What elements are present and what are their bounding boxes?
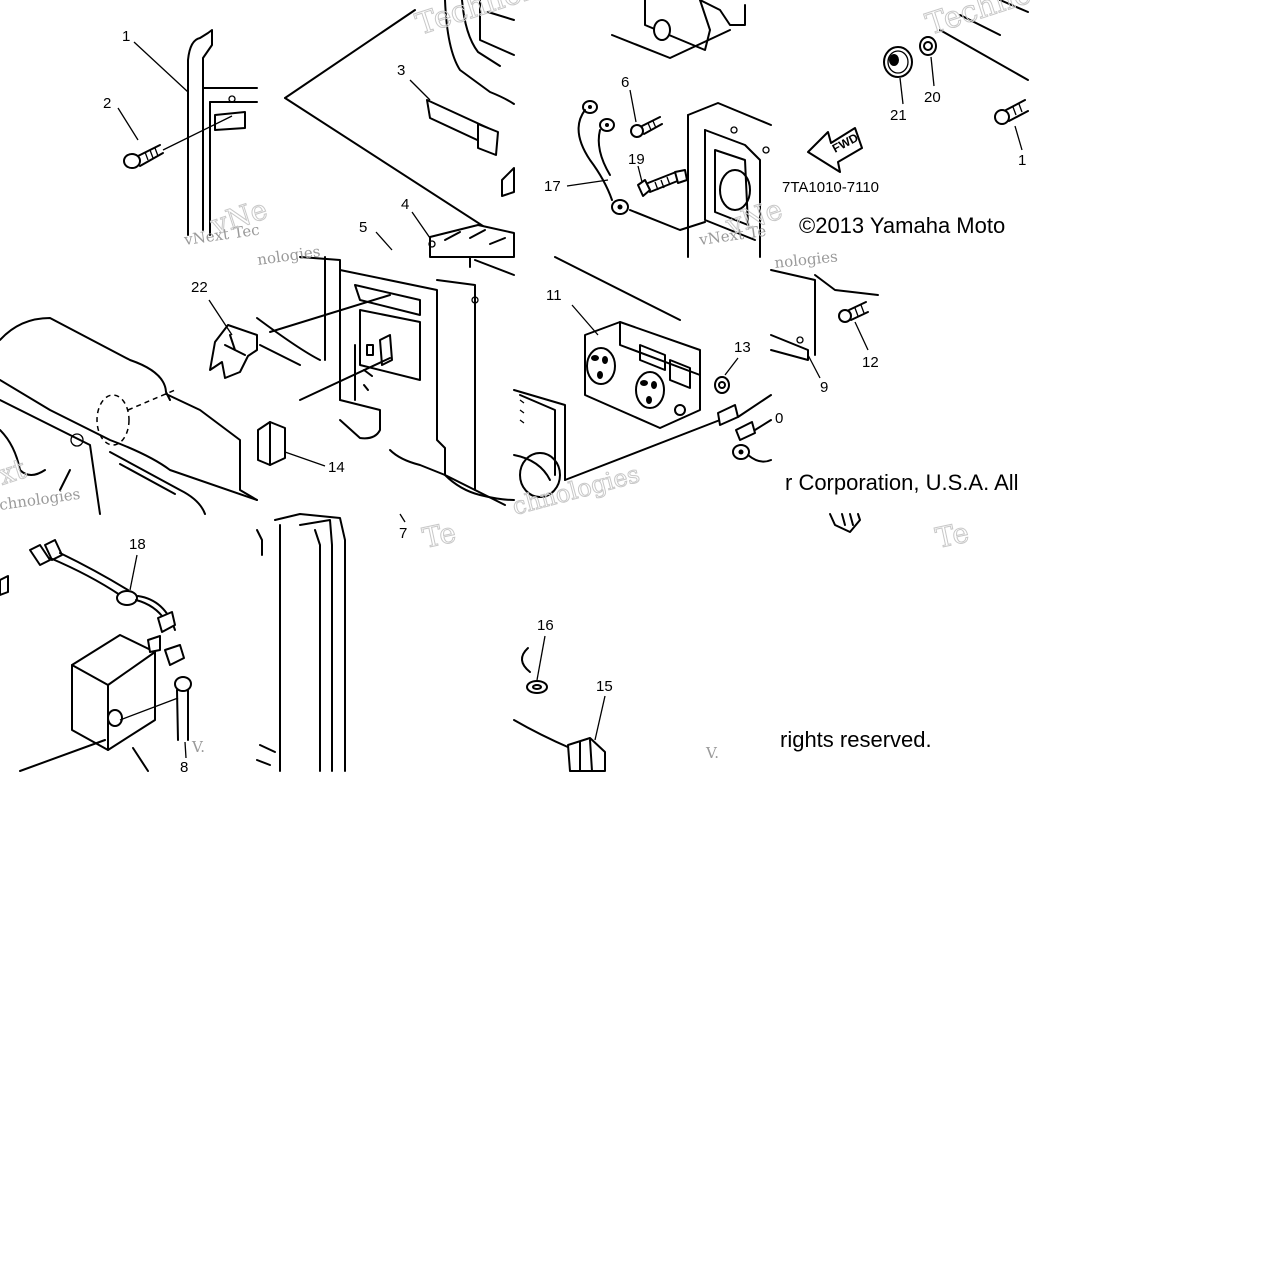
svg-text:vNe: vNe <box>206 193 271 242</box>
callout-22: 22 <box>191 279 208 296</box>
screw-part-12 <box>838 301 869 323</box>
svg-text:chnologies: chnologies <box>509 460 642 521</box>
switch-part-14 <box>257 421 286 466</box>
bracket-part-22 <box>209 324 258 379</box>
connector-part-15 <box>513 719 606 772</box>
svg-text:chnologies: chnologies <box>0 485 81 514</box>
control-panel-part-9 <box>687 102 772 258</box>
callout-19: 19 <box>628 151 645 168</box>
callout-2: 2 <box>103 95 111 112</box>
callout-4: 4 <box>401 196 409 213</box>
callout-20: 20 <box>924 89 941 106</box>
switch-part-3 <box>426 99 499 156</box>
generator-housing <box>0 317 258 515</box>
screw-part-6 <box>630 116 663 138</box>
wire-harness-part-18 <box>29 539 185 666</box>
svg-text:Technol: Technol <box>412 0 536 43</box>
svg-text:Te: Te <box>420 516 459 555</box>
panel-cover <box>284 0 515 247</box>
copyright-line-3: rights reserved. <box>780 727 932 752</box>
svg-text:xt: xt <box>0 452 31 492</box>
screw-part-1b <box>994 99 1029 125</box>
top-connector <box>644 0 746 51</box>
callout-18: 18 <box>129 536 146 553</box>
callout-7: 7 <box>399 525 407 542</box>
callout-21: 21 <box>890 107 907 124</box>
outlet-part-11 <box>584 321 701 429</box>
bolt-part-19 <box>637 169 688 197</box>
ground-wire-part-17 <box>577 100 629 215</box>
screw-part-2 <box>123 115 233 169</box>
callout-5: 5 <box>359 219 367 236</box>
svg-text:Technc: Technc <box>922 0 1035 43</box>
callout-15: 15 <box>596 678 613 695</box>
callout-12: 12 <box>862 354 879 371</box>
breaker-part-4 <box>428 224 515 258</box>
svg-text:V.: V. <box>191 738 205 756</box>
knob-part-21 <box>883 46 913 78</box>
svg-text:Te: Te <box>933 516 972 555</box>
main-frame <box>256 256 515 506</box>
callout-11: 11 <box>546 287 562 304</box>
nut-part-13 <box>714 376 730 394</box>
callout-1-right: 1 <box>1018 152 1026 169</box>
fwd-arrow-badge: FWD <box>807 127 863 173</box>
callout-14: 14 <box>328 459 345 476</box>
copyright-line-1: ©2013 Yamaha Moto <box>799 213 1005 238</box>
callout-6: 6 <box>621 74 629 91</box>
callout-16: 16 <box>537 617 554 634</box>
frame-lower <box>256 513 346 772</box>
svg-text:nologies: nologies <box>774 247 839 272</box>
nut-part-20 <box>919 36 937 56</box>
callout-13: 13 <box>734 339 751 356</box>
callout-3: 3 <box>397 62 405 79</box>
svg-text:V.: V. <box>705 744 719 762</box>
callout-1: 1 <box>122 28 130 45</box>
svg-text:nologies: nologies <box>256 242 321 269</box>
terminal-part-10 <box>717 394 772 463</box>
screw-part-8 <box>174 676 192 741</box>
ground-lead-part-16 <box>521 647 548 694</box>
callout-17: 17 <box>544 178 561 195</box>
callout-10: 0 <box>775 410 783 427</box>
capacitor-box <box>71 634 161 751</box>
callout-labels: 1 2 3 4 5 6 7 8 9 0 11 12 13 14 15 16 17… <box>103 28 1026 776</box>
svg-text:vNe: vNe <box>721 193 786 242</box>
part-number-label: 7TA1010-7110 <box>782 179 879 196</box>
copyright-line-2: r Corporation, U.S.A. All <box>785 470 1019 495</box>
callout-8: 8 <box>180 759 188 776</box>
callout-9: 9 <box>820 379 828 396</box>
frame-bracket-part-1 <box>187 29 258 236</box>
